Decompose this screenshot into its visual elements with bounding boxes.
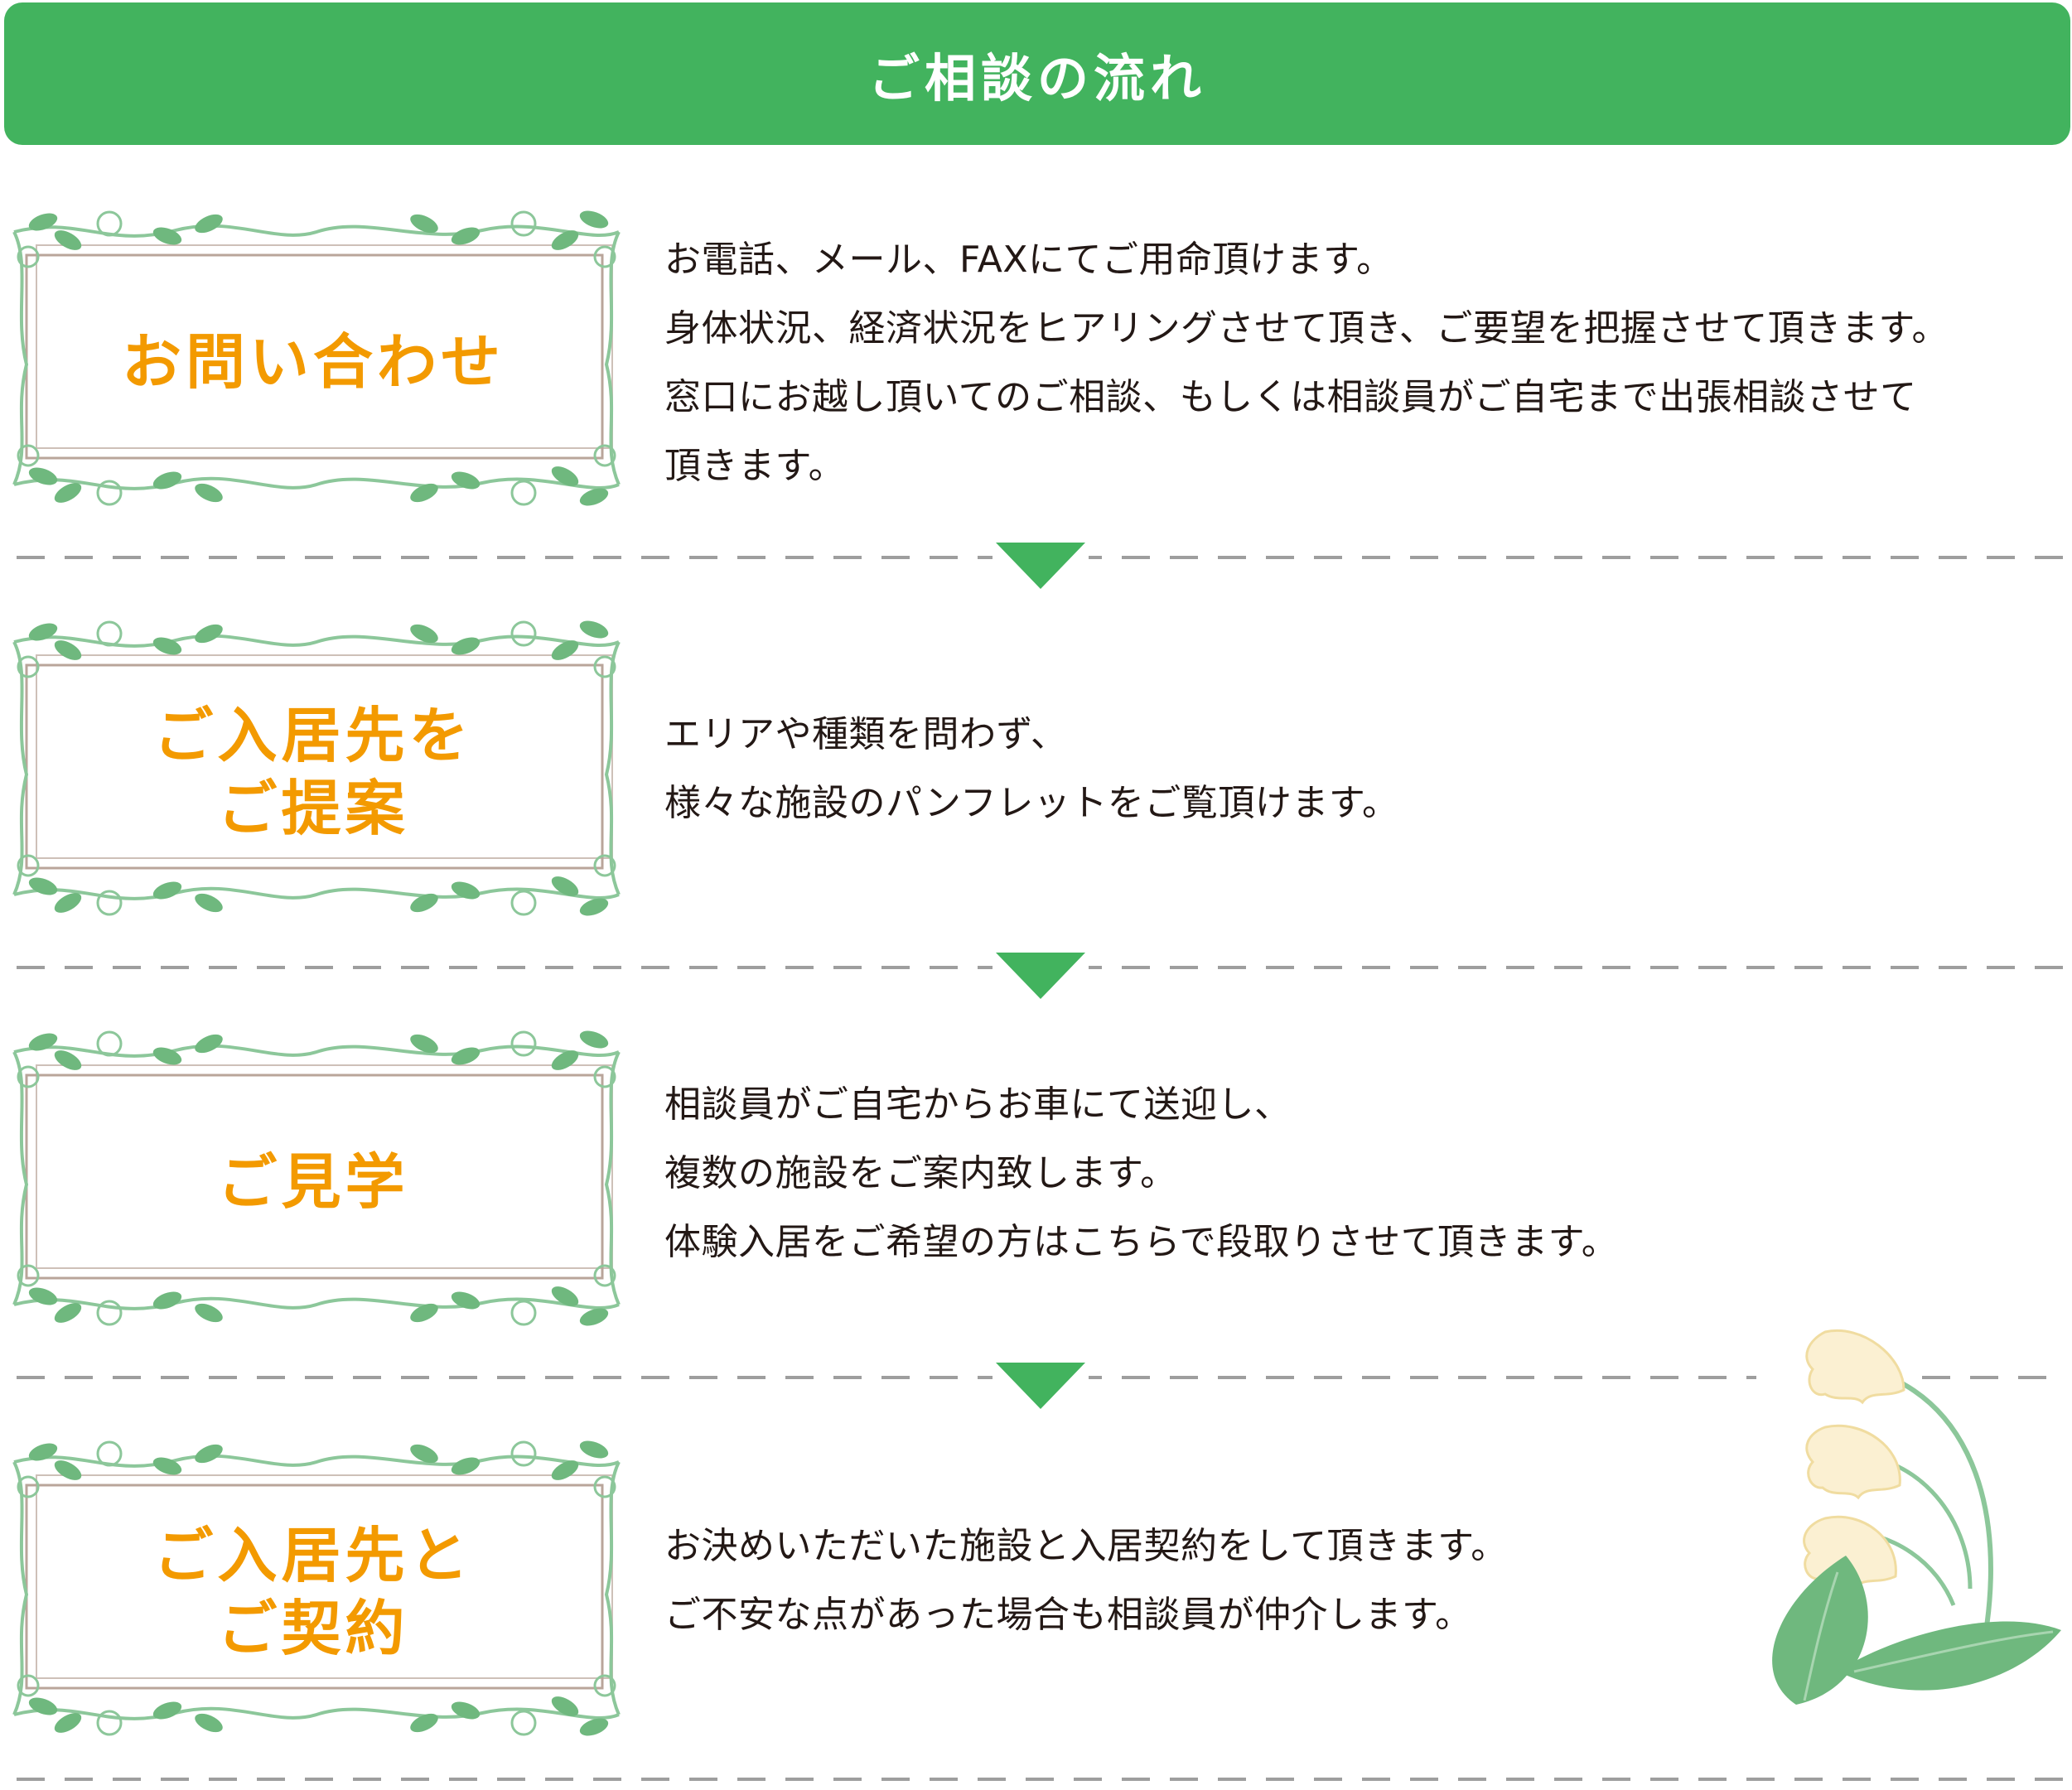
step-label-line: ご入居先を <box>153 700 473 770</box>
dashed-divider <box>17 1376 2063 1379</box>
step-label-line: ご契約 <box>217 1593 409 1663</box>
desc-line: 体験入居をご希望の方はこちらで段取りさせて頂きます。 <box>664 1221 1619 1263</box>
step-description: お電話、メール、FAXにてご用命頂けます。 身体状況、経済状況をヒアリングさせて… <box>664 225 2065 500</box>
desc-line: お電話、メール、FAXにてご用命頂けます。 <box>664 239 1393 281</box>
lily-of-the-valley-icon <box>1772 1329 2061 1705</box>
down-triangle-icon <box>993 538 1089 591</box>
desc-line: エリアや種類を問わず、 <box>664 713 1068 755</box>
desc-line: 相談員がご自宅からお車にて送迎し、 <box>664 1083 1292 1126</box>
desc-line: 窓口にお越し頂いてのご相談、もしくは相談員がご自宅まで出張相談させて <box>664 376 1917 418</box>
flow-step-proposal: ご入居先を ご提案 エリアや種類を問わず、 様々な施設のパンフレットをご覧頂けま… <box>0 609 2072 940</box>
desc-line: お決めいただいた施設と入居契約をして頂きます。 <box>664 1525 1508 1567</box>
desc-line: 身体状況、経済状況をヒアリングさせて頂き、ご要望を把握させて頂きます。 <box>664 307 1949 350</box>
vine-frame-icon <box>12 1440 621 1736</box>
step-label: お問い合わせ <box>40 260 587 463</box>
vine-frame-icon <box>12 1030 621 1326</box>
step-label-line: お問い合わせ <box>121 326 505 397</box>
flow-step-visit: ご見学 相談員がご自宅からお車にて送迎し、 複数の施設をご案内致します。 体験入… <box>0 1019 2072 1350</box>
flow-step-inquiry: お問い合わせ お電話、メール、FAXにてご用命頂けます。 身体状況、経済状況をヒ… <box>0 199 2072 530</box>
step-label-line: ご提案 <box>217 773 409 843</box>
step-label-line: ご入居先と <box>153 1520 473 1590</box>
down-triangle-icon <box>993 1358 1089 1411</box>
step-label: ご見学 <box>40 1080 587 1283</box>
step-label: ご入居先と ご契約 <box>40 1490 587 1693</box>
dashed-divider <box>17 1778 2063 1781</box>
desc-line: ご不安な点があった場合も相談員が仲介します。 <box>664 1594 1472 1636</box>
step-description: エリアや種類を問わず、 様々な施設のパンフレットをご覧頂けます。 <box>664 700 2065 837</box>
step-label-line: ご見学 <box>217 1146 409 1217</box>
step-description: お決めいただいた施設と入居契約をして頂きます。 ご不安な点があった場合も相談員が… <box>664 1512 2065 1649</box>
page-title: ご相談の流れ <box>867 48 1206 109</box>
step-description: 相談員がご自宅からお車にて送迎し、 複数の施設をご案内致します。 体験入居をご希… <box>664 1070 2065 1276</box>
section-header: ご相談の流れ <box>4 2 2070 145</box>
vine-frame-icon <box>12 210 621 506</box>
desc-line: 様々な施設のパンフレットをご覧頂けます。 <box>664 782 1399 824</box>
vine-frame-icon <box>12 620 621 916</box>
down-triangle-icon <box>993 948 1089 1001</box>
step-label: ご入居先を ご提案 <box>40 670 587 873</box>
desc-line: 複数の施設をご案内致します。 <box>664 1152 1177 1194</box>
flow-step-contract: ご入居先と ご契約 お決めいただいた施設と入居契約をして頂きます。 ご不安な点が… <box>0 1429 2072 1760</box>
desc-line: 頂きます。 <box>664 445 846 487</box>
